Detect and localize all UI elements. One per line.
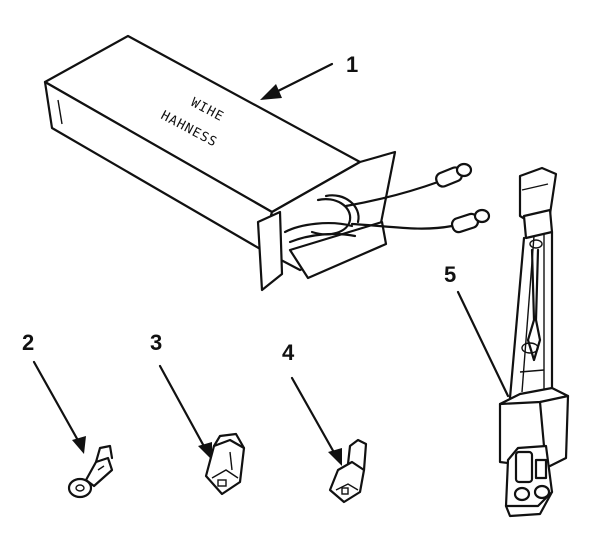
callout-2: 2 bbox=[22, 330, 34, 355]
callout-3-arrow bbox=[158, 364, 212, 460]
wire-harness-package: WIHE HAHNESS bbox=[43, 34, 491, 292]
spade-terminal bbox=[328, 438, 368, 504]
harness-terminal-lower bbox=[450, 208, 491, 234]
fuse-element bbox=[526, 248, 542, 362]
callout-1-arrow bbox=[260, 62, 334, 100]
callout-2-arrow bbox=[32, 360, 86, 454]
wire-lead-lower bbox=[350, 222, 454, 230]
callout-1: 1 bbox=[346, 52, 358, 77]
fuse-holder-connector bbox=[498, 166, 570, 518]
callout-5: 5 bbox=[444, 262, 456, 287]
wire-coil bbox=[283, 222, 354, 234]
harness-terminal-upper bbox=[435, 162, 473, 188]
callout-5-leader bbox=[456, 290, 510, 398]
ring-terminal bbox=[67, 444, 114, 499]
callout-4: 4 bbox=[282, 340, 295, 365]
callout-3: 3 bbox=[150, 330, 162, 355]
wire-lead-upper bbox=[344, 180, 440, 208]
callout-4-arrow bbox=[290, 376, 342, 466]
flag-terminal bbox=[204, 432, 246, 496]
fuse-body-left bbox=[508, 236, 526, 400]
package-flap bbox=[256, 210, 284, 292]
